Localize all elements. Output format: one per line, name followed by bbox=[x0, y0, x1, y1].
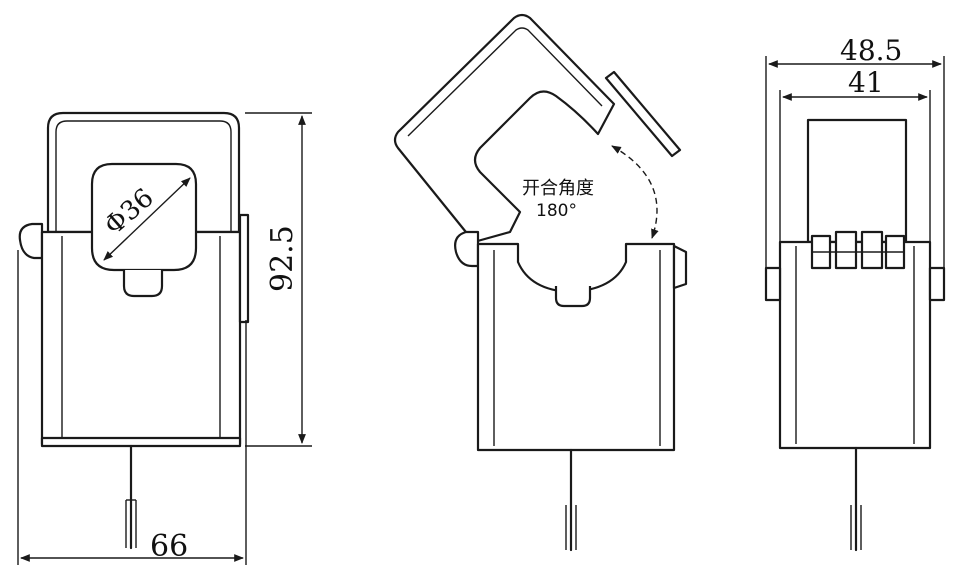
angle-value: 180° bbox=[536, 201, 577, 221]
open-jaw bbox=[393, 13, 616, 244]
diameter-line bbox=[103, 177, 191, 261]
angle-title: 开合角度 bbox=[522, 178, 594, 199]
front-view: Φ36 bbox=[18, 111, 250, 550]
side-top-jaw bbox=[806, 118, 908, 244]
inner-width-label: 41 bbox=[848, 66, 884, 99]
side-outer-width-dimension: 48.5 bbox=[765, 34, 945, 268]
outer-width-label: 48.5 bbox=[840, 34, 902, 67]
front-side-clip bbox=[18, 222, 44, 260]
front-height-dimension: 92.5 bbox=[245, 112, 312, 447]
opening-angle-arc bbox=[611, 145, 659, 239]
side-hinge bbox=[810, 230, 906, 270]
side-view bbox=[764, 118, 946, 552]
open-body bbox=[476, 242, 676, 452]
side-body bbox=[778, 240, 932, 450]
side-inner-width-dimension: 41 bbox=[779, 66, 931, 242]
open-lever bbox=[604, 70, 682, 158]
width-label: 66 bbox=[150, 529, 188, 564]
height-label: 92.5 bbox=[265, 225, 300, 292]
open-view: 开合角度 180° bbox=[393, 13, 688, 552]
front-width-dimension: 66 bbox=[17, 250, 247, 565]
